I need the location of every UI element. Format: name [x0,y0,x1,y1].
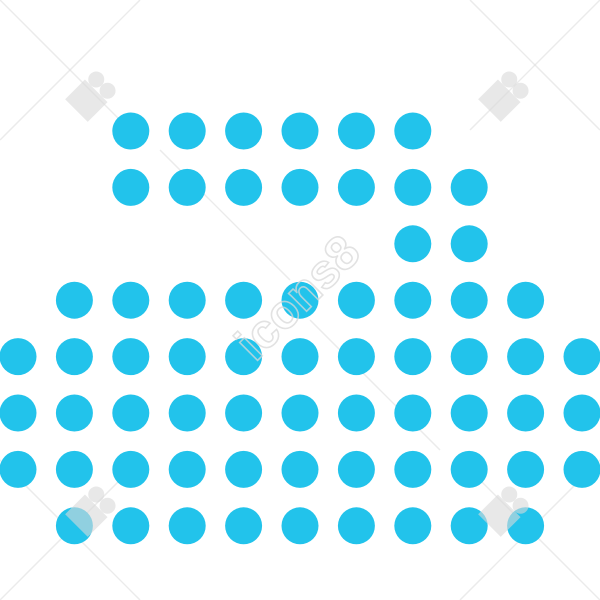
printer-dot [281,394,319,432]
printer-dot [281,338,319,376]
printer-dot [563,338,600,376]
printer-dot [337,338,375,376]
printer-dot [394,338,432,376]
printer-dot [450,394,488,432]
printer-dot [225,338,263,376]
printer-dot [168,507,206,545]
printer-dot [337,507,375,545]
printer-dot [112,168,150,206]
printer-dot [337,168,375,206]
printer-dot [168,338,206,376]
watermark-logo [478,71,529,122]
watermark-line [159,149,291,281]
printer-dot [281,168,319,206]
printer-dot [225,394,263,432]
printer-dot [507,338,545,376]
printer-dot [507,281,545,319]
printer-dot [394,225,432,263]
printer-dot [0,394,37,432]
printer-dot [281,281,319,319]
printer-dot [394,507,432,545]
printer-dot [55,338,93,376]
printer-dot [168,112,206,150]
printer-dot [55,281,93,319]
printer-dot [112,394,150,432]
dot-grid [0,112,600,545]
printer-dot [450,450,488,488]
printer-dot [337,450,375,488]
printer-dot [112,281,150,319]
watermark-logos [65,71,529,537]
printer-dot [394,450,432,488]
printer-dot [225,281,263,319]
printer-dot [563,450,600,488]
printer-dot [112,112,150,150]
printer-dot [112,507,150,545]
printer-dot [394,394,432,432]
printer-dot [112,450,150,488]
printer-dot [0,338,37,376]
printer-dot [394,168,432,206]
printer-dot [225,168,263,206]
printer-dot [507,450,545,488]
printer-dot [450,168,488,206]
printer-dot [168,450,206,488]
printer-dot [168,168,206,206]
printer-dot [281,507,319,545]
printer-dot [225,507,263,545]
printer-dot [168,281,206,319]
watermark-line [309,319,441,451]
printer-dot [337,112,375,150]
watermark-logo [65,71,116,122]
printer-dot [507,394,545,432]
printer-dot [450,507,488,545]
printer-dot [394,112,432,150]
printer-dot [563,394,600,432]
printer-dot [450,281,488,319]
printer-dot [337,394,375,432]
printer-dot [0,450,37,488]
printer-dot [55,450,93,488]
printer-dot [168,394,206,432]
printer-dot [225,450,263,488]
printer-dot [225,112,263,150]
watermark-logo [65,486,116,537]
printer-dot [394,281,432,319]
printer-dot [281,450,319,488]
printer-dot [450,338,488,376]
watermark-logo [478,486,529,537]
printer-dot [281,112,319,150]
printer-dot [112,338,150,376]
printer-dot [337,281,375,319]
printer-dot [55,394,93,432]
watermark-line [0,0,141,141]
printer-dot [450,225,488,263]
